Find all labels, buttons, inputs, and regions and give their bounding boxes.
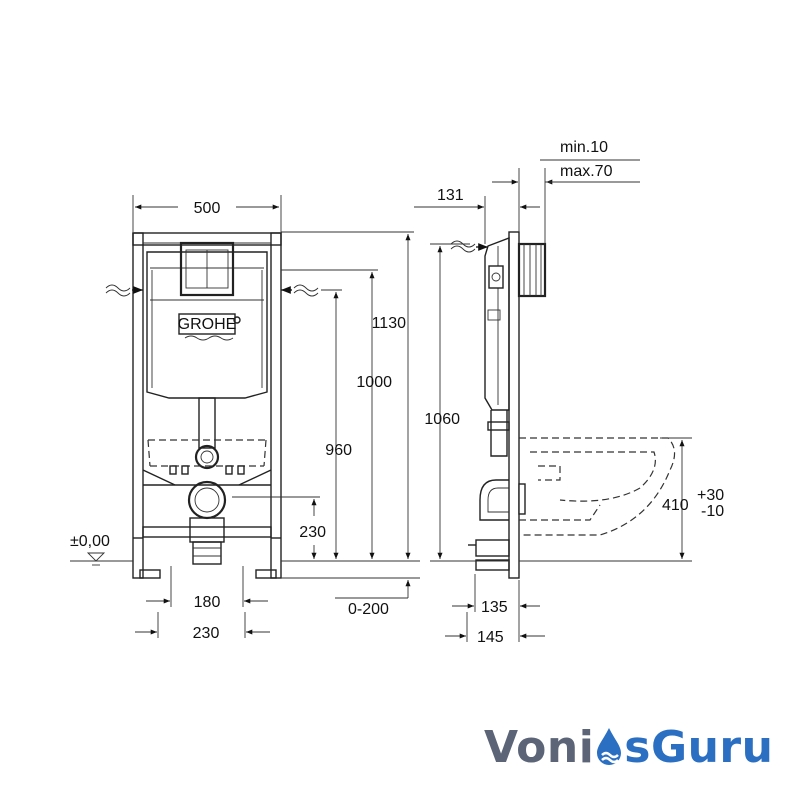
front-dimensions: 500 1130 1000 960 230 ±0,00 180 bbox=[70, 195, 420, 642]
dim-height-1000: 1000 bbox=[356, 374, 392, 391]
dim-max-70: max.70 bbox=[560, 163, 613, 180]
water-drop-icon bbox=[597, 728, 622, 765]
dim-height-1130: 1130 bbox=[372, 315, 407, 332]
dim-depth-135: 135 bbox=[481, 599, 508, 616]
brand-text-part1: Voni bbox=[484, 722, 595, 773]
front-view: GROHE bbox=[105, 232, 319, 579]
side-dimensions: min.10 max.70 131 1060 410 +30 -10 135 bbox=[414, 139, 724, 646]
dim-width-500: 500 bbox=[194, 200, 221, 217]
dim-tolerance-minus: -10 bbox=[701, 503, 724, 520]
brand-text-part2: sGuru bbox=[624, 722, 774, 773]
vonios-guru-watermark: Voni sGuru bbox=[484, 722, 773, 773]
dim-tolerance-plus: +30 bbox=[697, 487, 724, 504]
dim-height-230: 230 bbox=[299, 524, 326, 541]
dim-height-960: 960 bbox=[325, 442, 352, 459]
dim-min-10: min.10 bbox=[560, 139, 608, 156]
dim-width-180: 180 bbox=[194, 594, 221, 611]
side-view bbox=[450, 231, 676, 579]
dim-depth-131: 131 bbox=[437, 187, 464, 204]
dim-range-0-200: 0-200 bbox=[348, 601, 389, 618]
brand-logo-text: GROHE bbox=[178, 316, 237, 333]
zero-level-label: ±0,00 bbox=[70, 533, 110, 550]
dim-width-230: 230 bbox=[193, 625, 220, 642]
dim-height-1060: 1060 bbox=[424, 411, 460, 428]
dim-height-410: 410 bbox=[662, 497, 689, 514]
dim-depth-145: 145 bbox=[477, 629, 504, 646]
